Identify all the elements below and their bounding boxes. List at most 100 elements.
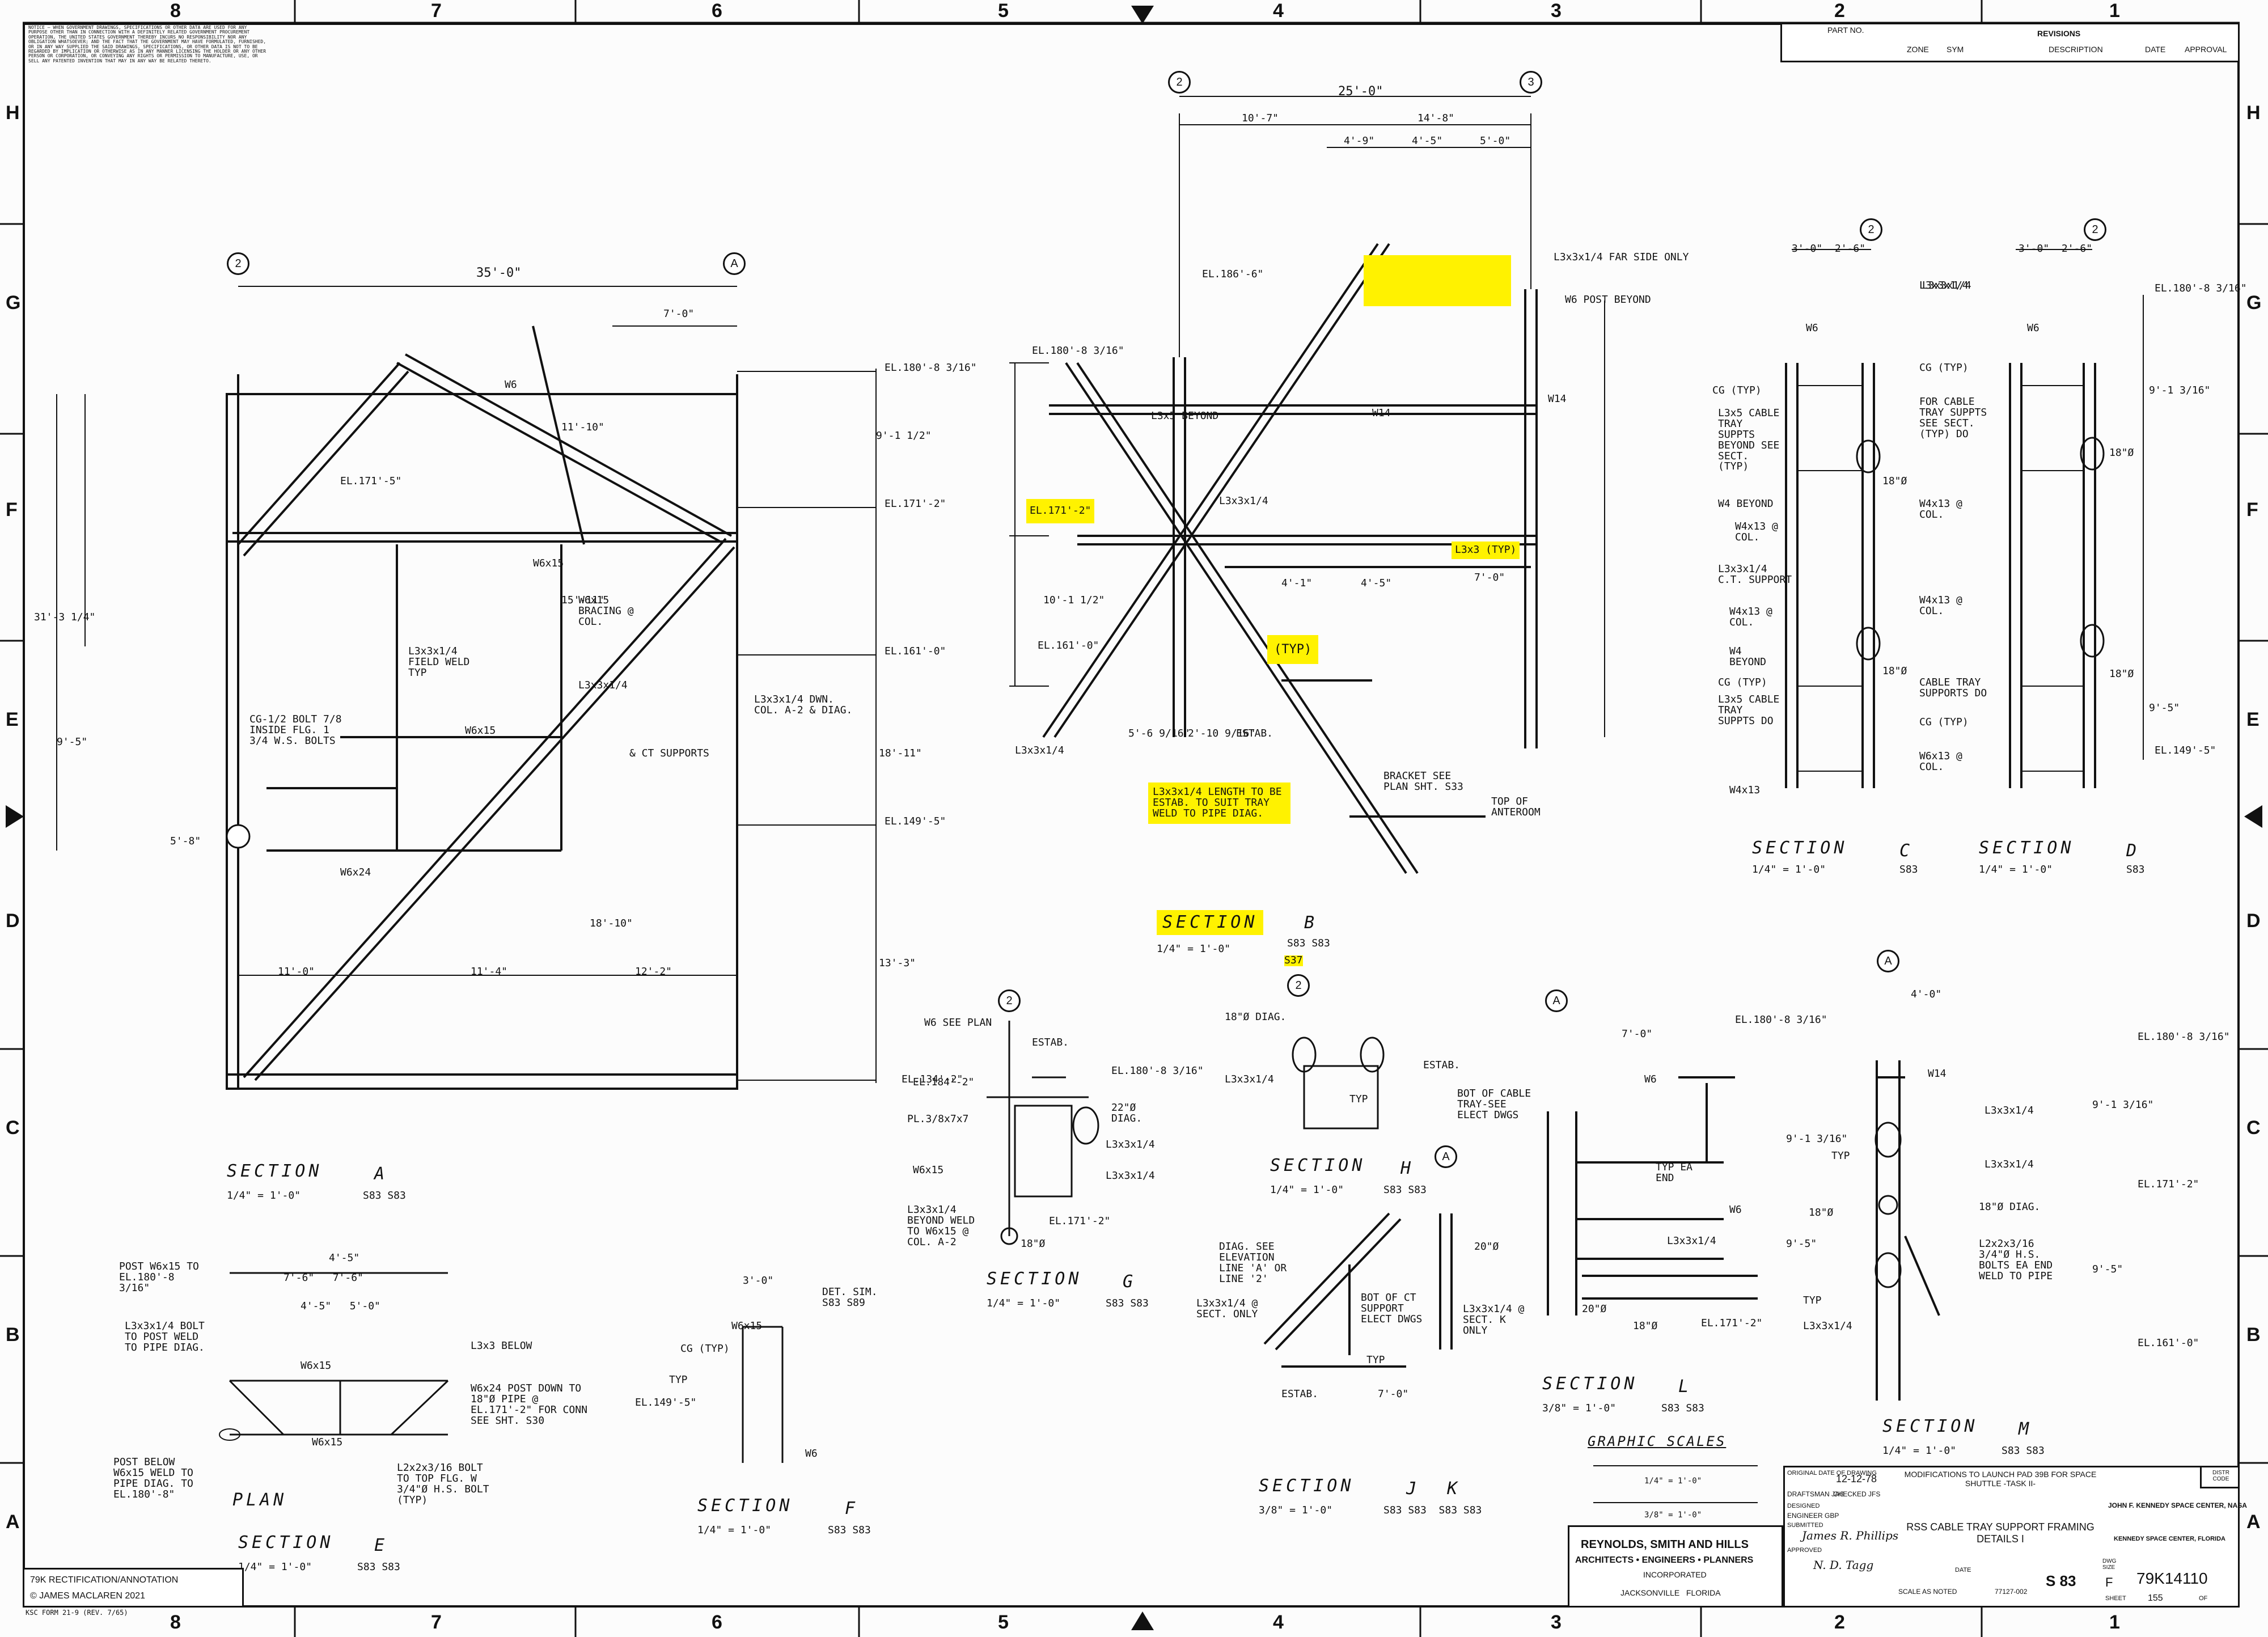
graphic-scale-1: 1/4" = 1'-0"	[1644, 1477, 1702, 1486]
grid-bubble-2: 2	[227, 252, 249, 275]
rev-date-header: DATE	[2145, 45, 2166, 54]
dim-label: 11'-4"	[471, 966, 508, 978]
dim-label: ESTAB.	[1236, 727, 1273, 739]
note-label: L3x3x1/4 C.T. SUPPORT	[1718, 563, 1792, 586]
dim-label: 7'-0"	[1378, 1388, 1409, 1400]
note-label: W4 BEYOND	[1718, 498, 1774, 510]
section-e-title: SECTION	[238, 1533, 334, 1553]
zone-row-g-right: G	[2246, 292, 2262, 314]
sheet-code: S 83	[2046, 1572, 2076, 1589]
elevation-label: EL.134'-2"	[902, 1073, 963, 1085]
dim-label: 25'-0"	[1338, 84, 1383, 99]
zone-row-d-left: D	[6, 910, 20, 932]
elevation-label: EL.161'-0"	[885, 645, 946, 657]
checked: CHECKED JFS	[1833, 1490, 1881, 1498]
elevation-label: EL.171'-2"	[1049, 1215, 1111, 1227]
zone-row-c-left: C	[6, 1117, 20, 1139]
dim-label: 4'-5"	[1412, 135, 1443, 147]
elevation-label: EL.149'-5"	[2155, 745, 2216, 756]
zone-col-8-bottom: 8	[170, 1611, 181, 1633]
elevation-label: EL.180'-8 3/16"	[1111, 1065, 1204, 1077]
zone-row-f-left: F	[6, 499, 18, 521]
grid-bubble-3: 3	[1520, 71, 1542, 94]
elevation-label: EL.171'-5"	[340, 475, 402, 487]
note-label: POST W6x15 TO EL.180'-8 3/16"	[119, 1260, 199, 1294]
drawing-number: 79K14110	[2136, 1570, 2208, 1587]
zone-row-b-left: B	[6, 1324, 20, 1346]
note-label: TYP	[669, 1374, 688, 1386]
elevation-label: EL.184'-2"	[913, 1076, 975, 1088]
note-label: TOP OF ANTEROOM	[1491, 796, 1541, 818]
dim-label: 3'-0"	[743, 1275, 774, 1287]
note-highlighted: L3x3x1/4 LENGTH TO BE ESTAB. TO SUIT TRA…	[1148, 782, 1290, 824]
zone-col-1-bottom: 1	[2109, 1611, 2120, 1633]
zone-row-a-left: A	[6, 1511, 20, 1533]
section-e-ref: S83 S83	[357, 1561, 400, 1573]
section-h-scale: 1/4" = 1'-0"	[1270, 1184, 1344, 1196]
annotation-line-2: © JAMES MACLAREN 2021	[30, 1591, 145, 1601]
section-d-mark: D	[2126, 841, 2140, 861]
dim-label: 7'-6" 7'-6"	[284, 1272, 363, 1284]
section-f-mark: F	[845, 1499, 859, 1518]
dim-label: 4'-5"	[1361, 577, 1392, 589]
grid-bubble-2: 2	[998, 989, 1021, 1012]
elevation-label: EL.171'-2"	[2138, 1178, 2199, 1190]
member-label: W6	[505, 379, 517, 391]
zone-col-5-top: 5	[998, 0, 1009, 22]
note-label: W4x13 @ COL.	[1919, 594, 1962, 617]
dim-label: 18"Ø	[1882, 475, 1907, 487]
dim-label: 4'-5" 5'-0"	[301, 1300, 380, 1312]
section-g-title: SECTION	[987, 1269, 1082, 1289]
elevation-label: EL.161'-0"	[2138, 1337, 2199, 1349]
zone-col-4-top: 4	[1273, 0, 1284, 22]
note-label: L3x3x1/4 FAR SIDE ONLY	[1554, 251, 1689, 263]
section-c-title: SECTION	[1752, 838, 1848, 858]
agency-name: JOHN F. KENNEDY SPACE CENTER, NASA	[2108, 1501, 2247, 1509]
note-highlighted: L3x3 (TYP)	[1452, 542, 1520, 559]
member-label: W6x15	[465, 725, 496, 737]
zone-row-b-right: B	[2246, 1324, 2261, 1346]
note-label: L3x5 CABLE TRAY SUPPTS BEYOND SEE SECT. …	[1718, 407, 1780, 473]
dwg-size-label: DWG SIZE	[2102, 1558, 2117, 1571]
section-m-ref: S83 S83	[2002, 1445, 2045, 1457]
section-l-title: SECTION	[1542, 1374, 1638, 1394]
dim-label: 9'-1 3/16"	[2149, 384, 2211, 396]
section-l-mark: L	[1678, 1377, 1692, 1397]
graphic-scale-2: 3/8" = 1'-0"	[1644, 1511, 1702, 1520]
section-d-scale: 1/4" = 1'-0"	[1979, 864, 2053, 875]
dim-label: 20"Ø	[1582, 1303, 1607, 1315]
zone-col-2-top: 2	[1834, 0, 1845, 22]
graphic-scales-title: GRAPHIC SCALES	[1588, 1433, 1727, 1449]
member-label: W4x13	[1729, 784, 1761, 796]
grid-bubble-a: A	[1545, 989, 1568, 1012]
member-label: L3x3 BELOW	[471, 1340, 532, 1352]
section-g-mark: G	[1123, 1272, 1137, 1292]
member-label: 22"Ø DIAG.	[1111, 1102, 1143, 1124]
member-label: W6x15	[301, 1360, 332, 1372]
note-label: TYP EA END	[1656, 1161, 1693, 1184]
section-b-scale: 1/4" = 1'-0"	[1157, 943, 1231, 955]
dim-label: 9'-1 1/2"	[876, 430, 932, 442]
annotation-line-1: 79K RECTIFICATION/ANNOTATION	[30, 1575, 179, 1585]
dim-label: 11'-10"	[561, 421, 604, 433]
drawing-title: RSS CABLE TRAY SUPPORT FRAMING DETAILS I	[1906, 1521, 2094, 1545]
section-l-ref: S83 S83	[1661, 1402, 1704, 1414]
section-g-scale: 1/4" = 1'-0"	[987, 1297, 1061, 1309]
rev-description-header: DESCRIPTION	[2049, 45, 2103, 54]
firm-block: REYNOLDS, SMITH AND HILLS ARCHITECTS • E…	[1568, 1525, 1783, 1608]
dim-label: 18'-11"	[879, 747, 922, 759]
note-label: TYP	[1366, 1354, 1385, 1366]
section-h-ref: S83 S83	[1383, 1184, 1427, 1196]
zone-row-h-right: H	[2246, 102, 2261, 124]
firm-city: JACKSONVILLE FLORIDA	[1620, 1588, 1721, 1597]
revisions-block: PART NO. REVISIONS ZONE SYM DESCRIPTION …	[1780, 23, 2240, 62]
member-label: L3x3x1/4	[1106, 1139, 1155, 1150]
orig-date-label: ORIGINAL DATE OF DRAWING	[1787, 1470, 1877, 1477]
rev-zone-header: ZONE	[1907, 45, 1929, 54]
note-label: BOT OF CT SUPPORT ELECT DWGS	[1361, 1292, 1423, 1325]
section-d-ref: S83	[2126, 864, 2145, 875]
section-b-ref: S83 S83	[1287, 937, 1330, 949]
typ-highlighted: (TYP)	[1267, 635, 1319, 665]
note-label: L3x5 BEYOND	[1151, 410, 1219, 422]
